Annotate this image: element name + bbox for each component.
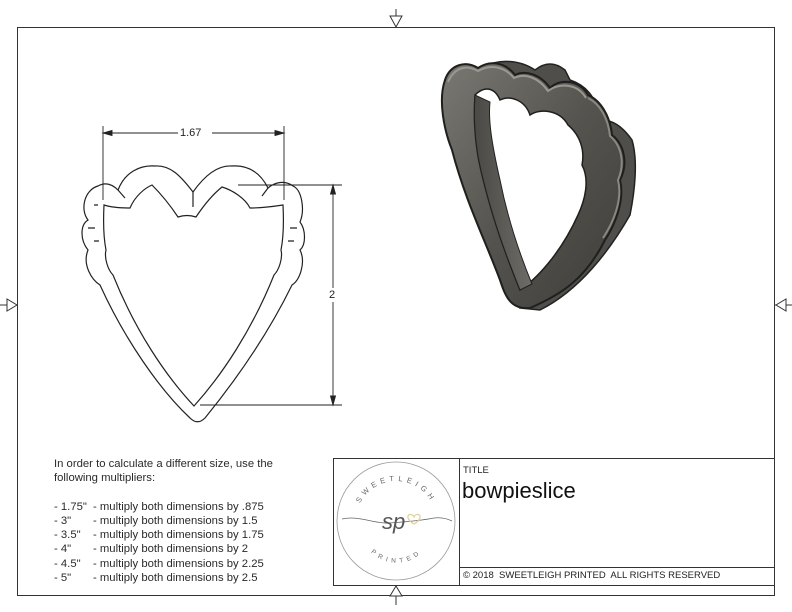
width-dimension-label: 1.67 bbox=[180, 127, 202, 139]
top-center-marker-icon bbox=[389, 9, 403, 29]
multiplier-size: - 1.75" bbox=[54, 500, 87, 513]
multiplier-size: - 3.5" bbox=[54, 529, 81, 542]
cutter-outer-outline bbox=[81, 165, 306, 423]
bottom-center-marker-icon bbox=[389, 585, 403, 605]
multiplier-list: - 1.75" - multiply both dimensions by .87… bbox=[54, 500, 294, 586]
multiplier-size: - 5" bbox=[54, 572, 72, 585]
multiplier-row: - 3" - multiply both dimensions by 1.5 bbox=[54, 514, 294, 528]
width-dimension bbox=[101, 126, 286, 200]
svg-text:SWEETLEIGH: SWEETLEIGH bbox=[354, 474, 438, 505]
copyright-notice: © 2018 SWEETLEIGH PRINTED ALL RIGHTS RES… bbox=[463, 570, 721, 581]
svg-text:PRINTED: PRINTED bbox=[370, 548, 424, 564]
multiplier-text: - multiply both dimensions by 2.5 bbox=[93, 572, 258, 585]
multiplier-row: - 4.5" - multiply both dimensions by 2.25 bbox=[54, 557, 294, 571]
height-dimension-label: 2 bbox=[329, 289, 336, 301]
multiplier-text: - multiply both dimensions by 1.5 bbox=[93, 514, 258, 527]
multiplier-row: - 5" - multiply both dimensions by 2.5 bbox=[54, 571, 294, 585]
multiplier-row: - 1.75" - multiply both dimensions by .87… bbox=[54, 500, 294, 514]
cutter-3d-render bbox=[440, 60, 637, 311]
multiplier-text: - multiply both dimensions by 2.25 bbox=[93, 557, 264, 570]
logo-bottom-text: PRINTED bbox=[370, 548, 420, 564]
multiplier-row: - 3.5" - multiply both dimensions by 1.75 bbox=[54, 528, 294, 542]
multiplier-text: - multiply both dimensions by .875 bbox=[93, 500, 264, 513]
multiplier-row: - 4" - multiply both dimensions by 2 bbox=[54, 542, 294, 556]
size-multiplier-notes: In order to calculate a different size, … bbox=[54, 457, 294, 585]
multiplier-text: - multiply both dimensions by 2 bbox=[93, 543, 249, 556]
cutter-inner-outline bbox=[103, 184, 284, 407]
multiplier-size: - 4" bbox=[54, 543, 72, 556]
right-center-marker-icon bbox=[775, 298, 792, 312]
logo-cell: SWEETLEIGH PRINTED sp bbox=[334, 459, 460, 585]
title-block: SWEETLEIGH PRINTED sp TITLE bowpieslice … bbox=[333, 458, 775, 586]
title-cell: TITLE bowpieslice bbox=[459, 459, 774, 568]
height-dimension bbox=[200, 183, 342, 407]
left-center-marker-icon bbox=[0, 298, 18, 312]
multiplier-text: - multiply both dimensions by 1.75 bbox=[93, 529, 264, 542]
drawing-title: bowpieslice bbox=[462, 478, 576, 503]
heart-icon bbox=[407, 513, 421, 525]
notes-intro: In order to calculate a different size, … bbox=[54, 458, 273, 485]
multiplier-size: - 4.5" bbox=[54, 557, 81, 570]
multiplier-size: - 3" bbox=[54, 514, 72, 527]
logo-monogram: sp bbox=[382, 509, 405, 534]
title-label: TITLE bbox=[463, 465, 489, 476]
logo-top-text: SWEETLEIGH bbox=[354, 474, 434, 505]
sweetleigh-logo: SWEETLEIGH PRINTED sp bbox=[336, 461, 456, 581]
